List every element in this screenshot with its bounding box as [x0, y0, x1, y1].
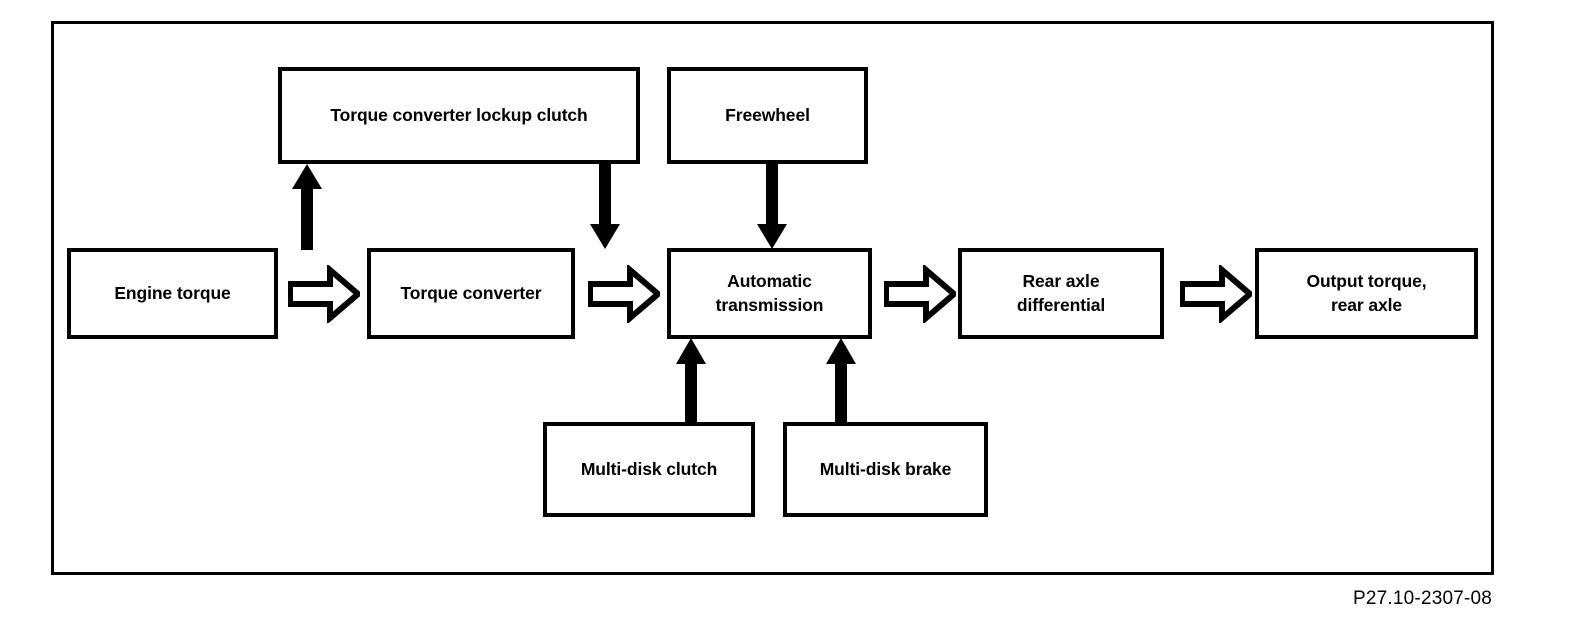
figure-reference-caption: P27.10-2307-08: [1353, 588, 1493, 609]
node-multi-disk-brake: Multi-disk brake: [783, 422, 988, 517]
node-multi-disk-clutch: Multi-disk clutch: [543, 422, 755, 517]
connector-multi-disk-brake-to-transmission: [825, 337, 857, 425]
arrow-up-icon: [676, 338, 706, 425]
node-engine-torque: Engine torque: [67, 248, 278, 339]
node-label: Torque converter lockup clutch: [330, 104, 588, 125]
node-label: Torque converter: [400, 282, 542, 303]
node-label: Output torque, rear axle: [1306, 271, 1427, 315]
node-freewheel: Freewheel: [667, 67, 868, 164]
connector-freewheel-to-transmission: [756, 162, 788, 250]
block-arrow-right-icon: [1180, 265, 1252, 323]
node-torque-converter: Torque converter: [367, 248, 575, 339]
arrow-down-icon: [590, 162, 620, 249]
block-arrow-rear-axle-to-output: [1180, 265, 1252, 323]
block-arrow-converter-to-transmission: [588, 265, 660, 323]
node-label: Engine torque: [114, 282, 231, 303]
block-arrow-right-icon: [288, 265, 360, 323]
connector-lockup-clutch-to-transmission: [589, 162, 621, 250]
node-label: Automatic transmission: [715, 271, 824, 315]
block-arrow-right-icon: [884, 265, 956, 323]
arrow-down-icon: [757, 162, 787, 249]
arrow-up-icon: [826, 338, 856, 425]
block-arrow-engine-to-converter: [288, 265, 360, 323]
node-torque-converter-lockup-clutch: Torque converter lockup clutch: [278, 67, 640, 164]
arrow-up-icon: [292, 164, 322, 250]
node-rear-axle-differential: Rear axle differential: [958, 248, 1164, 339]
node-output-torque-rear-axle: Output torque, rear axle: [1255, 248, 1478, 339]
node-label: Freewheel: [725, 104, 810, 125]
node-automatic-transmission: Automatic transmission: [667, 248, 872, 339]
node-label: Multi-disk brake: [819, 458, 952, 479]
block-arrow-transmission-to-rear-axle: [884, 265, 956, 323]
connector-multi-disk-clutch-to-transmission: [675, 337, 707, 425]
block-arrow-right-icon: [588, 265, 660, 323]
node-label: Multi-disk clutch: [580, 458, 718, 479]
node-label: Rear axle differential: [1016, 271, 1106, 315]
connector-converter-to-lockup-clutch: [291, 163, 323, 250]
